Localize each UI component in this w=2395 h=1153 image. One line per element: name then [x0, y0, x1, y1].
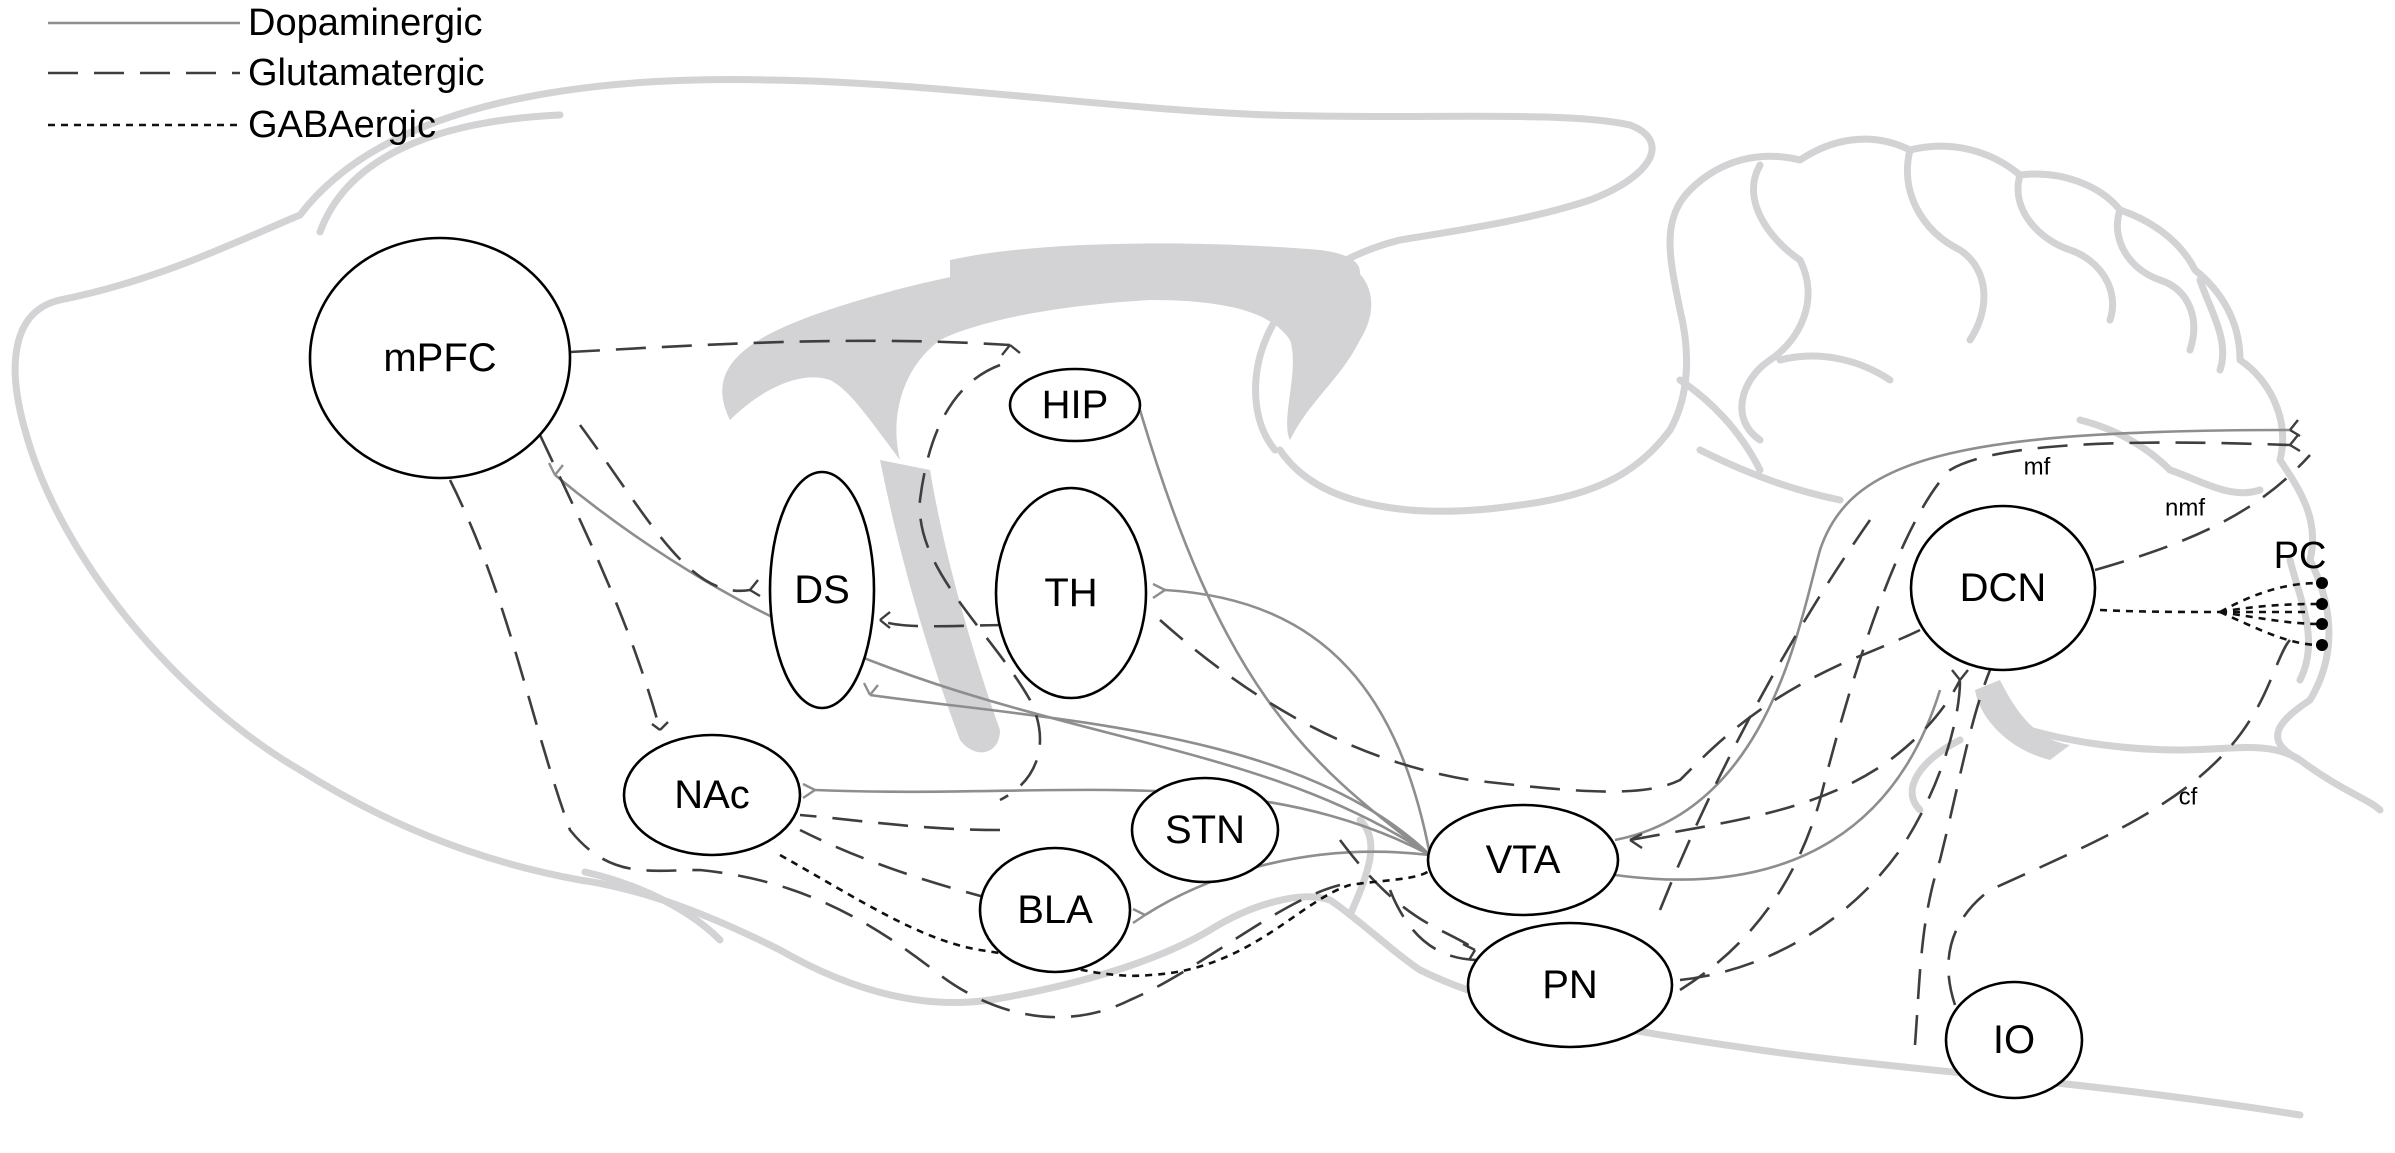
nucleocortical-mossy-fiber-label: nmf	[2165, 495, 2205, 522]
region-hip: HIP	[1008, 367, 1142, 443]
lateral-ventricle	[722, 243, 1372, 753]
vta-to-pn-projection	[1388, 889, 1481, 962]
pc-terminal-4	[2316, 639, 2328, 651]
mpfc-to-ds-projection	[578, 424, 751, 593]
mpfc-to-vta-projection	[448, 479, 1341, 1019]
synapse-icon	[1629, 832, 1643, 849]
hip-to-nac-projection	[918, 363, 1042, 802]
dcn-from-pc-projection	[2099, 608, 2221, 614]
region-vta-label: VTA	[1486, 838, 1561, 882]
climbing-fiber-label: cf	[2179, 784, 2198, 811]
region-ds-label: DS	[794, 568, 850, 612]
mossy-fiber-label: mf	[2024, 454, 2051, 481]
synapse-icon	[802, 782, 816, 799]
synapse-icon	[651, 721, 669, 731]
pn-to-cortex-projection	[1658, 519, 1872, 911]
region-pn: PN	[1466, 921, 1674, 1049]
gabaergic-projections	[779, 581, 2321, 978]
region-hip-shape	[1008, 367, 1142, 443]
region-nac: NAc	[622, 733, 802, 857]
synapse-icon	[2289, 419, 2301, 438]
region-th-shape	[994, 486, 1148, 700]
region-stn-label: STN	[1165, 808, 1245, 852]
region-pn-shape	[1466, 921, 1674, 1049]
bla-to-nac-projection	[799, 828, 996, 902]
region-vta-shape	[1426, 803, 1620, 917]
vta-to-th-projection	[1164, 588, 1432, 856]
synapse-icon	[1152, 582, 1166, 599]
purkinje-terminals	[2316, 577, 2328, 651]
mpfc-to-hip-projection	[569, 339, 1011, 354]
nac-from-hip-projection	[799, 813, 1001, 832]
region-mpfc: mPFC	[308, 236, 572, 480]
pc-axon-3	[2219, 610, 2321, 626]
region-nac-label: NAc	[674, 773, 750, 817]
region-th-label: TH	[1044, 571, 1097, 615]
synapse-icon	[547, 462, 564, 476]
region-mpfc-shape	[308, 236, 572, 480]
legend-label-glutamatergic: Glutamatergic	[248, 52, 485, 94]
synapse-icon	[862, 682, 879, 696]
region-dcn-shape	[1909, 504, 2097, 672]
synapse-icon	[879, 611, 891, 629]
region-stn: STN	[1130, 776, 1280, 884]
legend-item-glutamatergic: Glutamatergic	[48, 52, 485, 94]
region-dcn-label: DCN	[1960, 566, 2047, 610]
region-ds-shape	[768, 470, 876, 710]
io-climbing-fiber	[1947, 639, 2291, 1006]
region-pn-label: PN	[1542, 963, 1598, 1007]
region-nodes: mPFC HIP DS TH NAc STN BLA VTA	[308, 236, 2097, 1100]
legend-label-gabaergic: GABAergic	[248, 104, 436, 146]
dcn-to-vta-projection	[1614, 689, 1942, 881]
region-vta: VTA	[1426, 803, 1620, 917]
pc-axon-1	[2219, 581, 2321, 614]
brain-outline	[11, 76, 2384, 1119]
purkinje-cell-label: PC	[2274, 535, 2327, 577]
th-to-ds-projection	[879, 618, 1011, 628]
vta-to-nac-projection	[814, 788, 1431, 857]
pn-to-dcn-projection	[1679, 679, 1962, 982]
io-to-dcn-projection	[1913, 669, 1992, 1046]
synapse-icon	[1132, 907, 1146, 924]
synapse-icon	[1462, 942, 1477, 961]
pc-terminal-3	[2316, 618, 2328, 630]
region-bla: BLA	[978, 846, 1132, 974]
pc-axon-4	[2219, 610, 2321, 647]
region-hip-label: HIP	[1042, 383, 1109, 427]
synapse-icon	[2289, 434, 2301, 453]
region-stn-shape	[1130, 776, 1280, 884]
pc-terminal-2	[2316, 598, 2328, 610]
region-nac-shape	[622, 733, 802, 857]
legend-label-dopaminergic: Dopaminergic	[248, 2, 482, 44]
region-io-label: IO	[1993, 1018, 2035, 1062]
synapse-icon	[1001, 344, 1021, 356]
pc-axon-2	[2219, 602, 2321, 614]
stn-to-pn-projection	[1338, 839, 1476, 951]
region-io-shape	[1944, 980, 2084, 1100]
region-ds: DS	[768, 470, 876, 710]
pc-terminal-1	[2316, 577, 2328, 589]
region-th: TH	[994, 486, 1148, 700]
synapse-icon	[749, 579, 761, 598]
legend-item-gabaergic: GABAergic	[48, 104, 436, 146]
region-dcn: DCN	[1909, 504, 2097, 672]
region-io: IO	[1944, 980, 2084, 1100]
legend-item-dopaminergic: Dopaminergic	[48, 2, 482, 44]
th-to-dcn-projection	[1159, 619, 1921, 793]
region-mpfc-label: mPFC	[383, 336, 496, 380]
mpfc-to-nac-projection	[538, 434, 662, 731]
region-bla-shape	[978, 846, 1132, 974]
synapse-icon	[1951, 669, 1969, 681]
legend: Dopaminergic Glutamatergic GABAergic	[48, 2, 485, 146]
region-bla-label: BLA	[1017, 888, 1093, 932]
pn-to-cerebellum-mossy-fiber	[1679, 441, 2291, 992]
vta-to-ds-projection	[869, 693, 1431, 856]
glutamatergic-projections	[448, 339, 2311, 1046]
vta-to-cerebellum-projection	[1614, 428, 2291, 842]
vta-to-dcn-projection	[1629, 679, 1962, 842]
